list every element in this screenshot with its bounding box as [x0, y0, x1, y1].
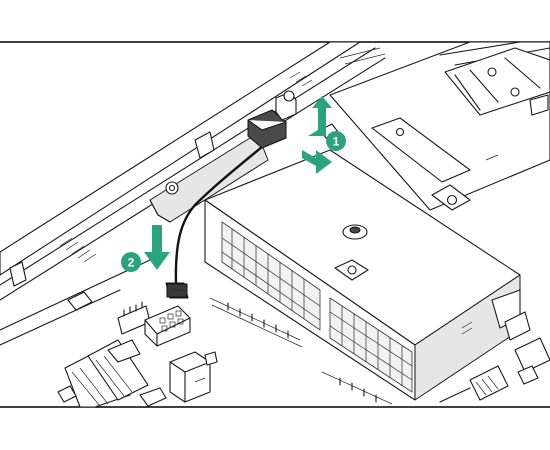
step-2-number: 2: [128, 256, 135, 270]
power-cable: [174, 140, 270, 287]
psu-cage: [204, 149, 531, 401]
board-connector-row: [209, 297, 393, 405]
step-1-badge: 1: [326, 131, 346, 151]
chassis-floor-edge: [0, 259, 151, 331]
floor-tab: [67, 291, 93, 311]
step-1-number: 1: [333, 135, 340, 149]
cable-plug-top: [247, 90, 297, 149]
arrow-up-icon: [308, 96, 332, 136]
arrow-slide-icon: [302, 150, 332, 174]
motherboard-components: [0, 289, 218, 408]
cable-plug-bottom: [165, 282, 189, 299]
top-cover-plate: [319, 41, 550, 211]
step-2-badge: 2: [121, 252, 141, 272]
arrow-down-icon: [144, 225, 170, 270]
right-board-connectors: [439, 337, 550, 403]
